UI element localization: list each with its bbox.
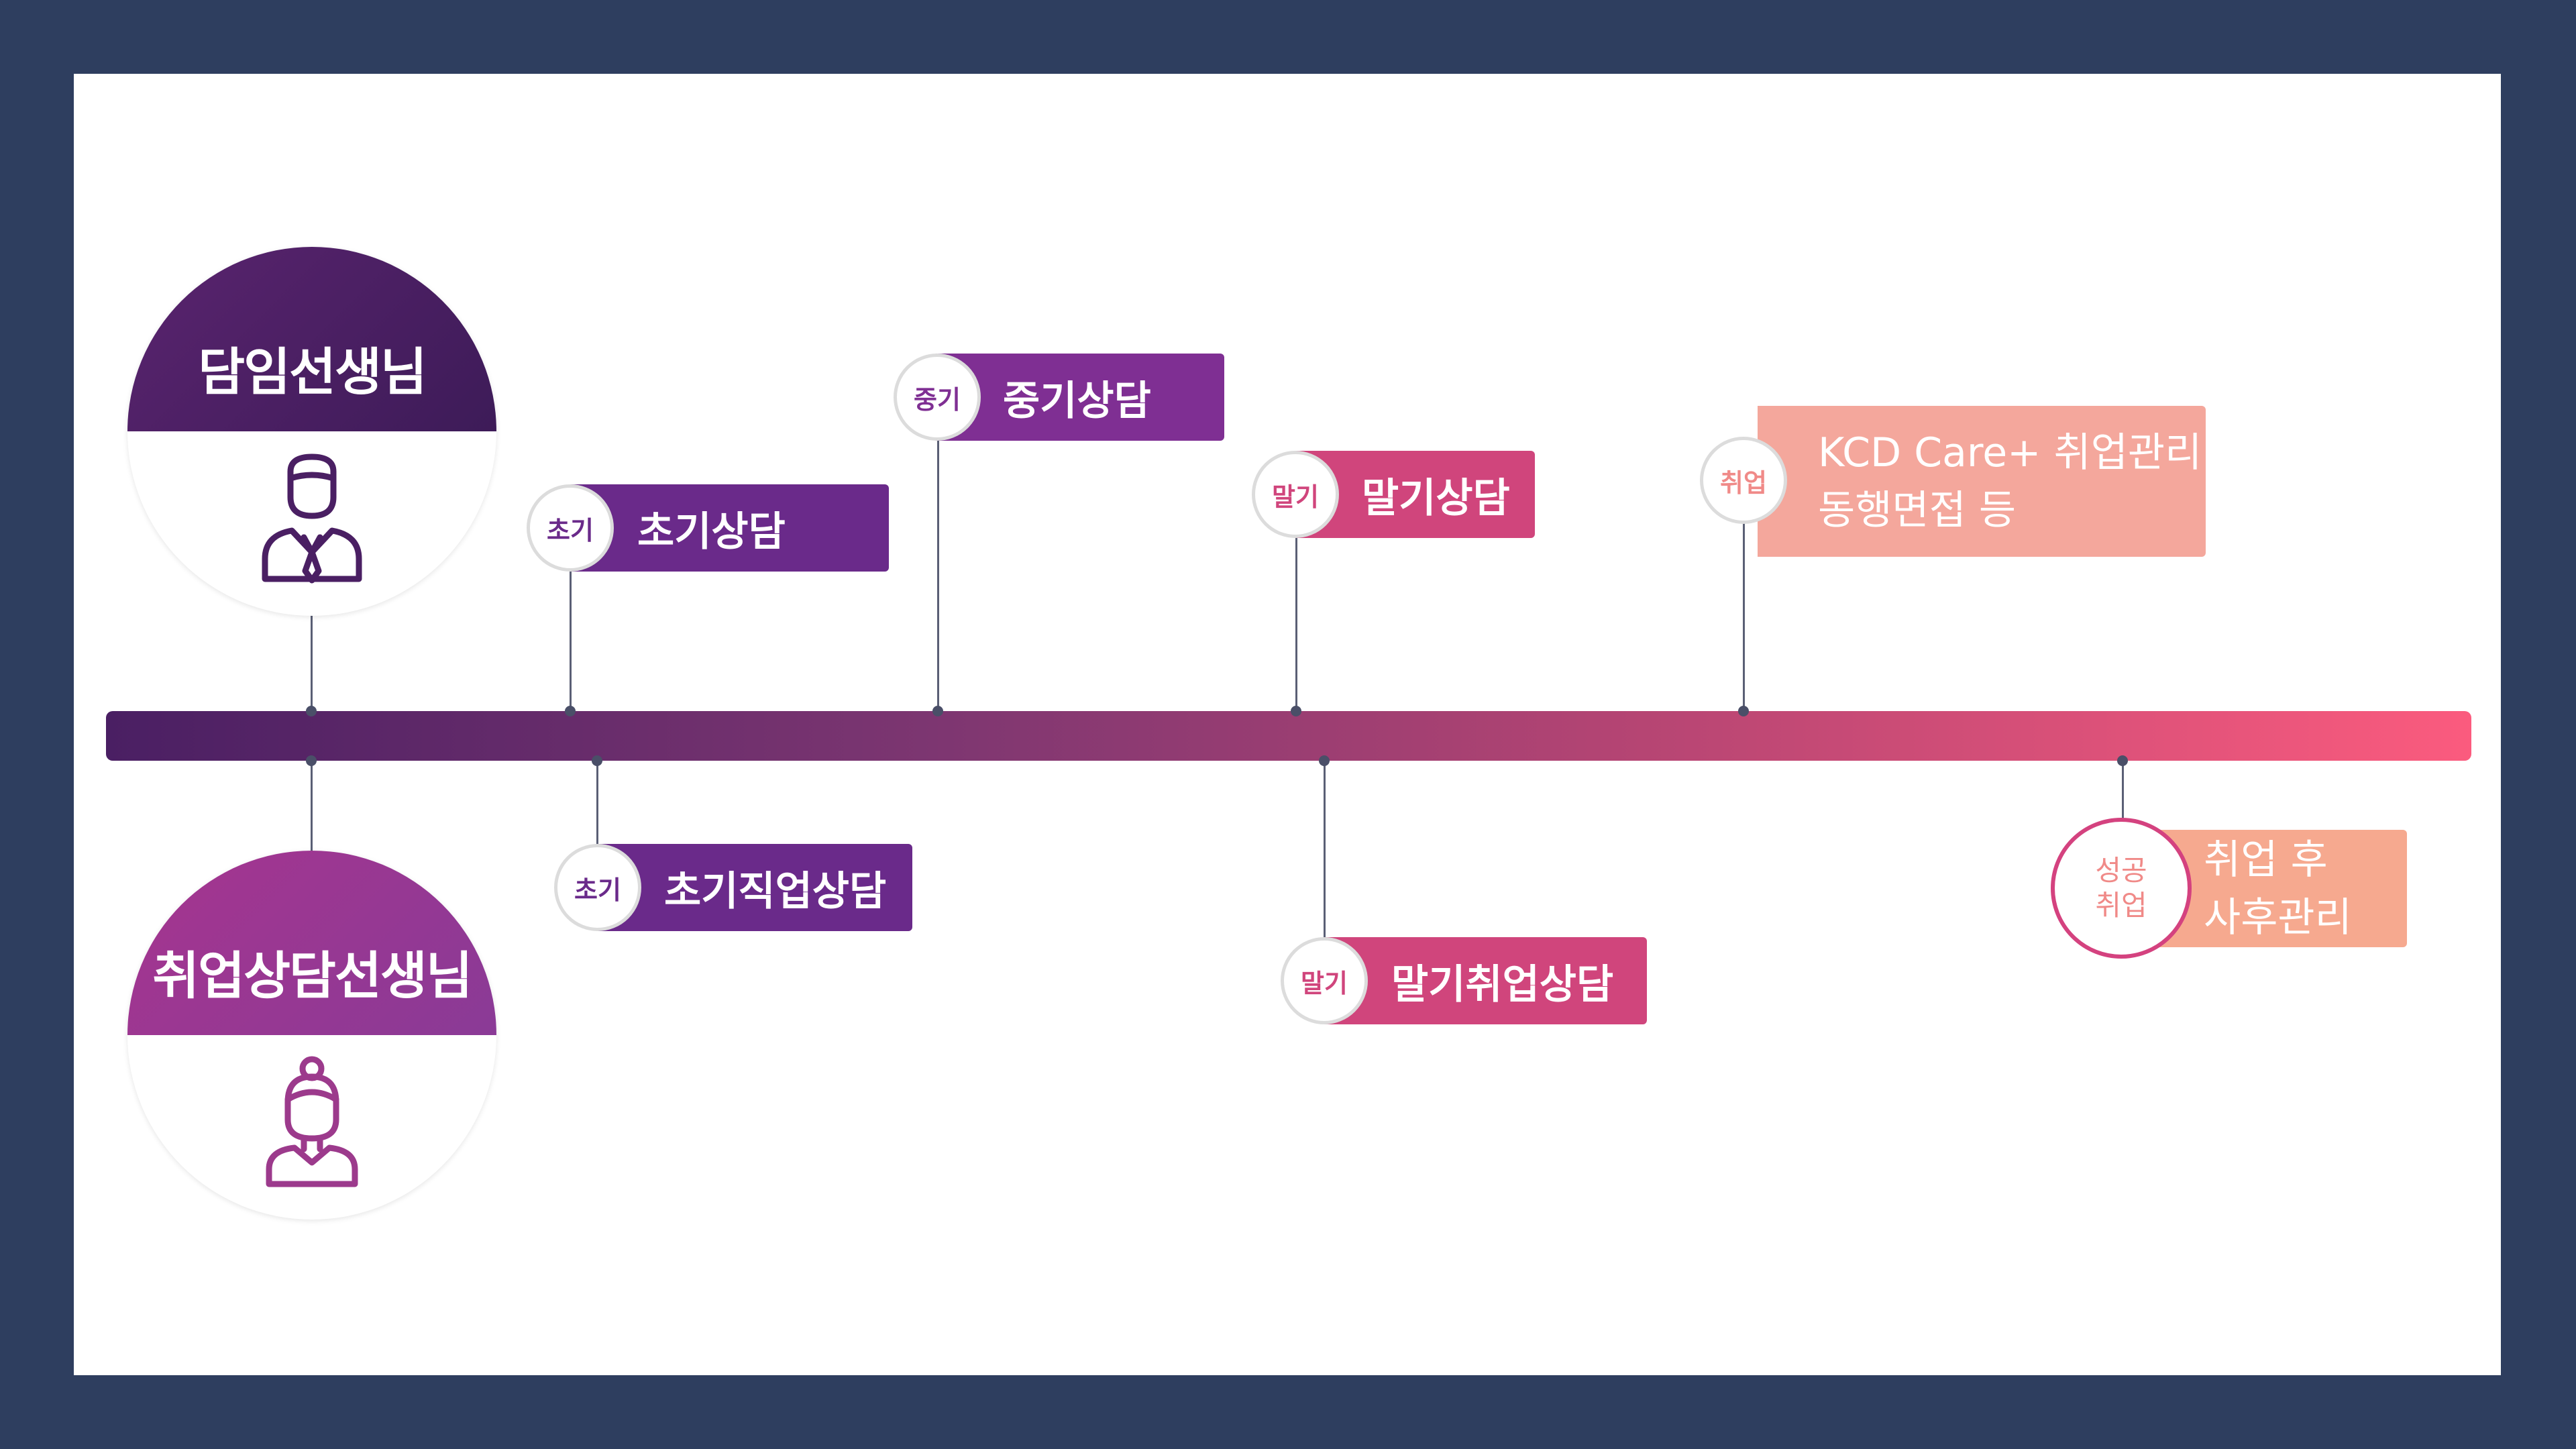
connector-upper-2 <box>937 439 939 714</box>
connector-counselor <box>311 758 313 865</box>
event-label: 말기취업상담 <box>1324 937 1647 1024</box>
stage-badge: 초기 <box>554 844 641 931</box>
timeline-dot <box>306 755 317 766</box>
badge-line: 성공 <box>2095 854 2147 887</box>
timeline-dot <box>565 706 576 716</box>
stage-badge: 말기 <box>1281 937 1368 1024</box>
connector-upper-1 <box>570 570 572 714</box>
event-label-employment: KCD Care+ 취업관리 동행면접 등 <box>1758 406 2206 557</box>
connector-lower-3 <box>2122 758 2124 828</box>
timeline-dot <box>306 706 317 716</box>
diagram-canvas: 담임선생님 취업상담선생님 초기상담 초기 중기상담 중기 <box>74 74 2501 1375</box>
connector-upper-4 <box>1743 523 1745 714</box>
event-label: 초기직업상담 <box>597 844 912 931</box>
success-badge: 성공 취업 <box>2051 818 2192 959</box>
label-line: 사후관리 <box>2204 894 2352 941</box>
role-homeroom-teacher: 담임선생님 <box>127 247 496 616</box>
connector-upper-3 <box>1295 537 1297 714</box>
businessman-icon <box>262 453 362 584</box>
connector-homeroom <box>311 614 313 714</box>
timeline-dot <box>2117 755 2128 766</box>
stage-badge: 초기 <box>527 484 614 572</box>
woman-icon <box>266 1056 358 1187</box>
stage-badge: 말기 <box>1252 451 1339 538</box>
event-label: 중기상담 <box>936 354 1224 441</box>
timeline-dot <box>1291 706 1301 716</box>
label-line: KCD Care+ 취업관리 <box>1818 429 2202 476</box>
label-line: 취업 후 <box>2204 836 2328 883</box>
label-line: 동행면접 등 <box>1818 486 2017 534</box>
timeline-dot <box>1738 706 1749 716</box>
badge-line: 취업 <box>2095 889 2147 922</box>
role-title: 담임선생님 <box>127 247 496 431</box>
role-title: 취업상담선생님 <box>127 851 496 1035</box>
timeline-dot <box>932 706 943 716</box>
connector-lower-1 <box>596 758 598 859</box>
stage-badge: 취업 <box>1700 437 1787 524</box>
stage-badge: 중기 <box>894 354 981 441</box>
role-career-counselor: 취업상담선생님 <box>127 851 496 1220</box>
timeline-bar <box>106 711 2471 761</box>
connector-lower-2 <box>1324 758 1326 953</box>
timeline-dot <box>1319 755 1330 766</box>
timeline-dot <box>592 755 602 766</box>
event-label: 초기상담 <box>570 484 889 572</box>
